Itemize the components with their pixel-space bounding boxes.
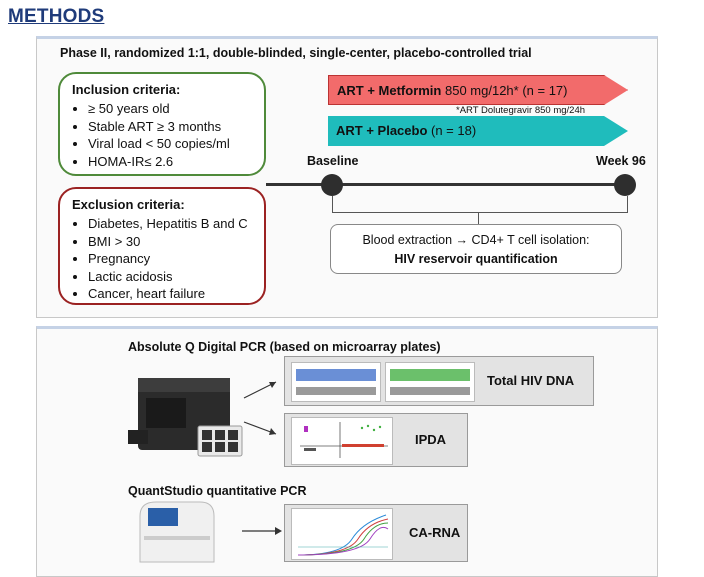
ca-rna-label: CA-RNA [409, 525, 461, 540]
dpcr-title: Absolute Q Digital PCR (based on microar… [128, 340, 441, 354]
sampling-bracket [332, 196, 628, 213]
exclusion-item: Cancer, heart failure [88, 285, 252, 303]
baseline-dot [321, 174, 343, 196]
dpcr-arrows [243, 381, 277, 435]
ca-rna-panel: CA-RNA [284, 504, 468, 562]
inclusion-list: ≥ 50 years old Stable ART ≥ 3 months Vir… [72, 100, 252, 170]
inclusion-item: ≥ 50 years old [88, 100, 252, 118]
placebo-arm-label: ART + Placebo [336, 123, 428, 138]
inclusion-title: Inclusion criteria: [72, 82, 181, 97]
blood-extraction-box: Blood extraction → CD4+ T cell isolation… [330, 224, 622, 274]
reservoir-quantification-text: HIV reservoir quantification [394, 252, 558, 266]
placebo-arm-count: (n = 18) [427, 123, 477, 138]
exclusion-item: Lactic acidosis [88, 268, 252, 286]
exclusion-criteria-box: Exclusion criteria: Diabetes, Hepatitis … [58, 187, 266, 305]
inclusion-item: Stable ART ≥ 3 months [88, 118, 252, 136]
inclusion-item: HOMA-IR≤ 2.6 [88, 153, 252, 171]
total-hiv-dna-panel: Total HIV DNA [284, 356, 594, 406]
qpcr-arrow [242, 527, 282, 535]
baseline-label: Baseline [307, 154, 359, 168]
trial-description: Phase II, randomized 1:1, double-blinded… [60, 46, 532, 60]
metformin-arm-label: ART + Metformin [337, 83, 442, 98]
ipda-panel: IPDA [284, 413, 468, 467]
week96-label: Week 96 [596, 154, 646, 168]
inclusion-criteria-box: Inclusion criteria: ≥ 50 years old Stabl… [58, 72, 266, 176]
timeline-line [266, 183, 630, 186]
dpcr-scatter-plot-1 [291, 362, 381, 402]
dpcr-scatter-plot-2 [385, 362, 475, 402]
exclusion-title: Exclusion criteria: [72, 197, 185, 212]
blood-extraction-text: Blood extraction → CD4+ T cell isolation… [362, 233, 590, 247]
exclusion-list: Diabetes, Hepatitis B and C BMI > 30 Pre… [72, 215, 252, 303]
qpcr-amplification-plot [291, 508, 393, 560]
ipda-2d-plot [291, 417, 393, 465]
qpcr-title: QuantStudio quantitative PCR [128, 484, 307, 498]
week96-dot [614, 174, 636, 196]
inclusion-item: Viral load < 50 copies/ml [88, 135, 252, 153]
metformin-arm-dose: 850 mg/12h* (n = 17) [441, 83, 568, 98]
exclusion-item: BMI > 30 [88, 233, 252, 251]
qpcr-instrument-image [139, 501, 215, 563]
digital-pcr-instrument-image [128, 378, 243, 457]
exclusion-item: Diabetes, Hepatitis B and C [88, 215, 252, 233]
exclusion-item: Pregnancy [88, 250, 252, 268]
page-title: METHODS [8, 6, 105, 27]
total-hiv-dna-label: Total HIV DNA [487, 373, 575, 388]
metformin-footnote: *ART Dolutegravir 850 mg/24h [456, 105, 586, 116]
metformin-arm-arrow: ART + Metformin 850 mg/12h* (n = 17) [328, 75, 628, 105]
ipda-label: IPDA [415, 432, 447, 447]
placebo-arm-arrow: ART + Placebo (n = 18) [328, 116, 628, 146]
bracket-stem [478, 212, 479, 224]
